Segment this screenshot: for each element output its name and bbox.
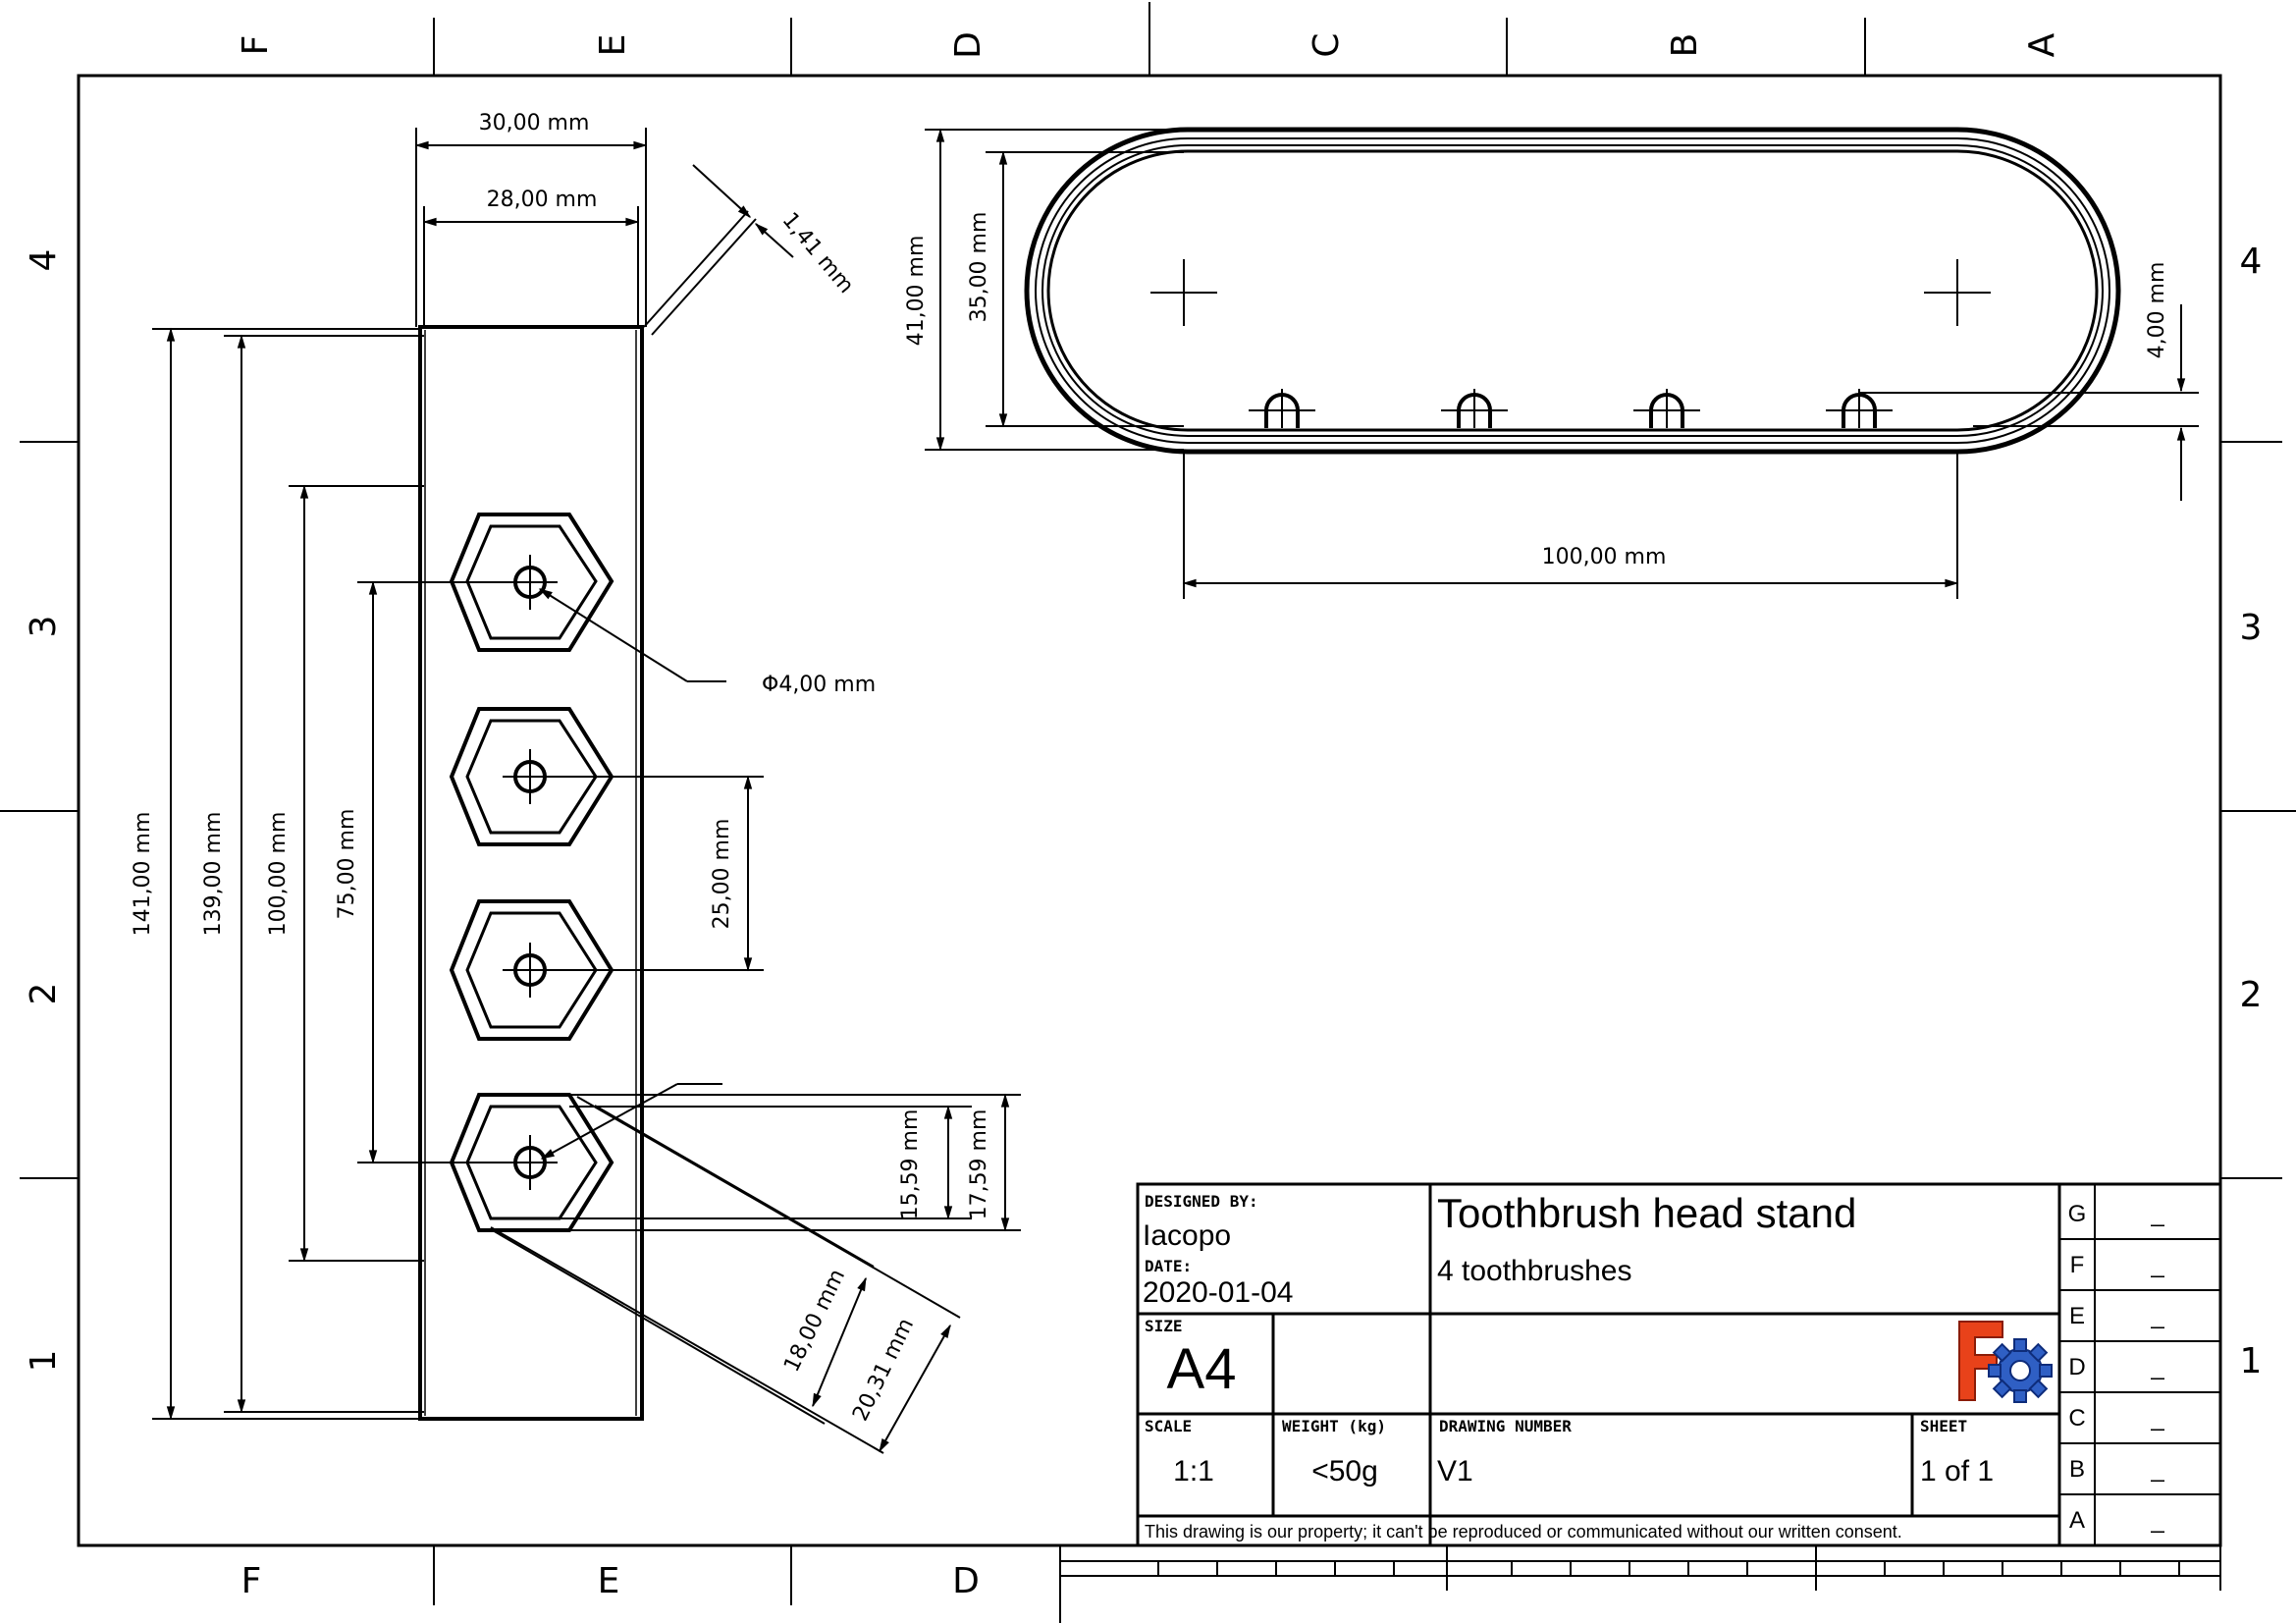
revision-letter: D [2068,1354,2085,1380]
revision-letter: B [2069,1456,2085,1483]
revision-letter: E [2069,1303,2085,1329]
freecad-logo-icon [1958,1321,2053,1403]
zone-bottom-d: D [952,1561,980,1601]
front-view [418,325,644,1421]
dim-hex-inner: 15,59 mm [898,1109,923,1220]
zone-row-3-left: 3 [24,616,64,638]
revision-table: G _ F _ E _ D _ C _ B _ A _ [2068,1201,2165,1534]
size-label: SIZE [1145,1317,1183,1335]
sheet-value: 1 of 1 [1920,1455,1994,1488]
designed-by-value: Iacopo [1143,1219,1231,1252]
dim-top-height-outer: 41,00 mm [904,236,929,347]
revision-letter: F [2070,1252,2085,1278]
zone-col-b: B [1665,33,1705,58]
revision-letter: C [2068,1405,2085,1432]
weight-value: <50g [1311,1455,1378,1488]
zone-row-1-left: 1 [24,1350,64,1373]
dim-hole-span-outer: 100,00 mm [266,812,291,937]
zone-row-1-right: 1 [2240,1341,2263,1381]
revision-value: _ [2150,1405,2164,1432]
zone-labels: F E D C B A F E D 4 3 2 1 4 3 2 1 [24,31,2262,1601]
designed-by-label: DESIGNED BY: [1145,1192,1258,1211]
dim-hole-diameter: Φ4,00 mm [762,673,876,697]
front-view-dimensions [152,128,1021,1454]
dim-top-height-inner: 35,00 mm [967,212,991,323]
date-value: 2020-01-04 [1143,1276,1293,1309]
dim-top-offset: 4,00 mm [2145,262,2169,359]
ownership-notice: This drawing is our property; it can't b… [1145,1522,1902,1542]
drawing-number-value: V1 [1437,1455,1473,1488]
dim-total-height: 141,00 mm [131,812,155,937]
dim-top-center-span: 100,00 mm [1542,545,1667,569]
dim-hole-pitch: 25,00 mm [710,819,734,930]
title-block-text: DESIGNED BY: Iacopo DATE: 2020-01-04 Too… [1143,1190,1994,1542]
revision-value: _ [2150,1507,2164,1534]
zone-row-2-left: 2 [24,983,64,1005]
zone-col-d: D [948,31,988,59]
drawing-title: Toothbrush head stand [1437,1190,1856,1236]
revision-value: _ [2150,1252,2164,1278]
sheet-frame [77,74,2222,1547]
dim-hex-outer: 17,59 mm [967,1109,991,1220]
top-view [1024,127,2121,455]
size-value: A4 [1167,1337,1237,1401]
top-notch-4 [1826,389,1893,428]
drawing-number-label: DRAWING NUMBER [1439,1417,1572,1435]
top-view-dim-text: 41,00 mm 35,00 mm 4,00 mm 100,00 mm [904,212,2169,569]
zone-bottom-e: E [598,1561,620,1601]
scale-ruler [1059,1545,2221,1591]
revision-letter: A [2069,1507,2085,1534]
sheet-label: SHEET [1920,1417,1967,1435]
zone-col-a: A [2022,32,2062,57]
dim-front-width-inner: 28,00 mm [487,188,598,212]
top-view-dimensions [925,128,2199,599]
top-notch-3 [1633,389,1700,428]
dim-hex-flat-outer: 20,31 mm [848,1315,919,1425]
top-notch-1 [1249,389,1315,428]
dim-front-width-outer: 30,00 mm [479,111,590,135]
scale-value: 1:1 [1173,1455,1214,1488]
scale-label: SCALE [1145,1417,1192,1435]
zone-col-c: C [1307,32,1347,57]
revision-value: _ [2150,1456,2164,1483]
zone-col-f: F [236,35,276,56]
revision-letter: G [2068,1201,2087,1227]
revision-value: _ [2150,1303,2164,1329]
zone-row-2-right: 2 [2240,975,2263,1015]
zone-row-4-left: 4 [24,249,64,272]
revision-value: _ [2150,1354,2164,1380]
title-block [1136,1182,2222,1547]
dim-hole-span-inner: 75,00 mm [335,809,359,920]
zone-row-4-right: 4 [2240,242,2263,282]
zone-bottom-f: F [241,1561,262,1601]
front-view-dim-text: 30,00 mm 28,00 mm 1,41 mm 141,00 mm 139,… [131,111,991,1425]
weight-label: WEIGHT (kg) [1282,1417,1386,1435]
dim-inner-height: 139,00 mm [201,812,226,937]
zone-col-e: E [593,34,633,57]
top-notch-2 [1441,389,1508,428]
revision-value: _ [2150,1201,2164,1227]
zone-row-3-right: 3 [2240,608,2263,648]
date-label: DATE: [1145,1257,1192,1275]
drawing-subtitle: 4 toothbrushes [1437,1255,1631,1287]
dim-hex-flat-inner: 18,00 mm [779,1266,850,1376]
